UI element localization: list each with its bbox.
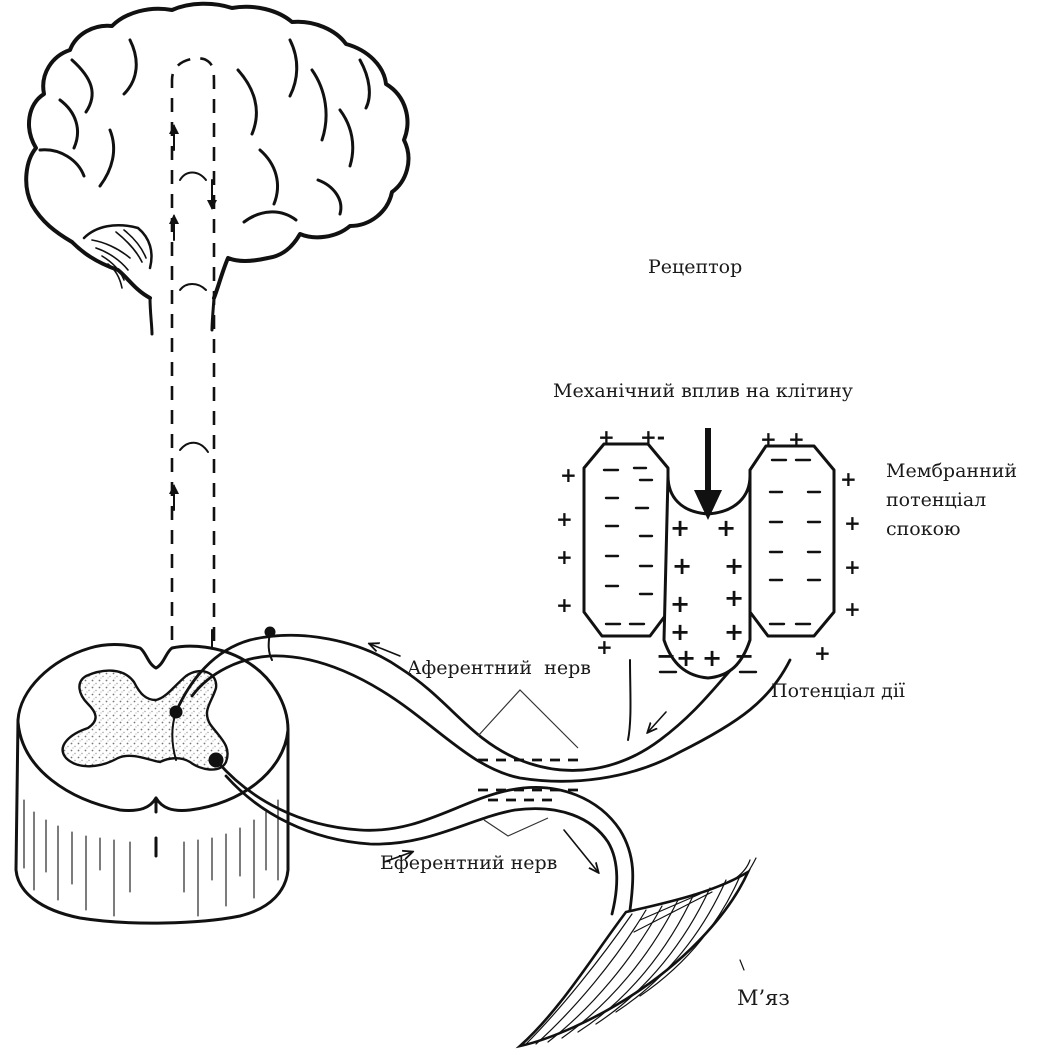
efferent-nerve-label: Еферентний нерв	[380, 852, 557, 876]
mechanical-impact-label: Механічний вплив на клітину	[553, 380, 853, 404]
svg-text:+: +	[670, 590, 690, 618]
pathway-arrows	[174, 126, 212, 660]
spinal-cord	[16, 627, 288, 923]
svg-text:+: +	[672, 552, 692, 580]
membrane-line-3: спокою	[886, 515, 1017, 544]
svg-text:+: +	[814, 641, 831, 665]
muscle	[520, 858, 756, 1046]
afferent-nerve-label: Аферентний нерв	[407, 657, 591, 681]
receptor-cell-left	[584, 444, 668, 636]
membrane-potential-label: Мембранний потенціал спокою	[886, 457, 1017, 544]
svg-text:+: +	[716, 514, 736, 542]
svg-text:+: +	[760, 427, 777, 451]
membrane-line-1: Мембранний	[886, 457, 1017, 486]
svg-text:+: +	[560, 463, 577, 487]
action-potential-label: Потенціал дії	[771, 680, 905, 704]
receptor-label: Рецептор	[648, 256, 742, 280]
svg-text:+-: +-	[640, 425, 665, 449]
svg-text:+: +	[840, 467, 857, 491]
brain	[26, 4, 408, 334]
svg-text:+: +	[702, 644, 722, 672]
svg-text:+: +	[844, 511, 861, 535]
svg-text:+: +	[844, 597, 861, 621]
svg-text:+: +	[670, 514, 690, 542]
svg-text:−: −	[656, 642, 676, 670]
membrane-line-2: потенціал	[886, 486, 1017, 515]
svg-text:+: +	[676, 644, 696, 672]
force-arrow	[694, 428, 722, 520]
svg-text:+: +	[556, 507, 573, 531]
muscle-label: М’яз	[737, 985, 790, 1011]
svg-text:+: +	[556, 593, 573, 617]
svg-text:+: +	[556, 545, 573, 569]
svg-text:+: +	[596, 635, 613, 659]
svg-text:+: +	[844, 555, 861, 579]
svg-text:+: +	[724, 552, 744, 580]
svg-text:+: +	[598, 425, 615, 449]
receptor-cell-right	[750, 446, 834, 636]
svg-text:−: −	[734, 642, 754, 670]
svg-text:+: +	[724, 584, 744, 612]
svg-text:+: +	[788, 427, 805, 451]
